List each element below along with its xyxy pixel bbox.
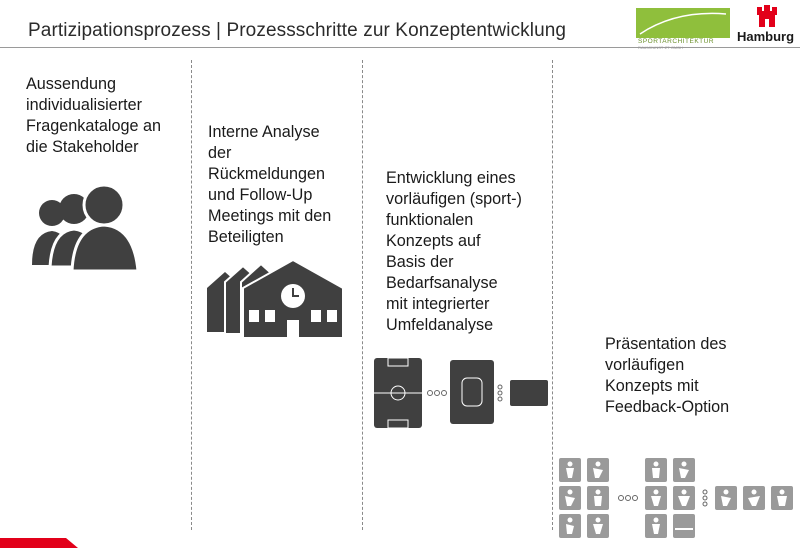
logo-green-band — [636, 8, 730, 38]
column-divider — [552, 60, 553, 530]
building-clock-icon — [207, 258, 344, 339]
logo-sport-text: SPORTARCHITEKTUR — [638, 38, 715, 45]
step-4-text: Präsentation des vorläufigen Konzepts mi… — [605, 335, 730, 416]
hamburg-logo-text: Hamburg — [737, 29, 795, 44]
sport-pictogram-grid-icon — [559, 458, 793, 538]
red-corner-accent-tip — [66, 538, 78, 548]
column-divider — [191, 60, 192, 530]
page-title: Partizipationsprozess | Prozessschritte … — [28, 20, 567, 41]
step-2-text: Interne Analyse der Rückmeldungen und Fo… — [208, 123, 332, 246]
step-3-text: Entwicklung eines vorläufigen (sport-) f… — [386, 169, 522, 334]
red-corner-accent — [0, 538, 66, 548]
logo-swoosh-icon — [639, 12, 727, 35]
people-group-icon — [32, 183, 140, 273]
title-divider — [0, 47, 800, 48]
column-divider — [362, 60, 363, 530]
sportarchitektur-logo: SPORTARCHITEKTUR RAUMKUNST·ZT·GMBH — [636, 8, 730, 50]
hamburg-logo: Hamburg — [737, 5, 797, 45]
sport-field-icon — [374, 357, 548, 429]
step-1-text: Aussendung individualisierter Fragenkata… — [26, 75, 161, 156]
logo-sport-subtext: RAUMKUNST·ZT·GMBH — [638, 45, 683, 50]
hamburg-castle-icon — [757, 5, 777, 27]
